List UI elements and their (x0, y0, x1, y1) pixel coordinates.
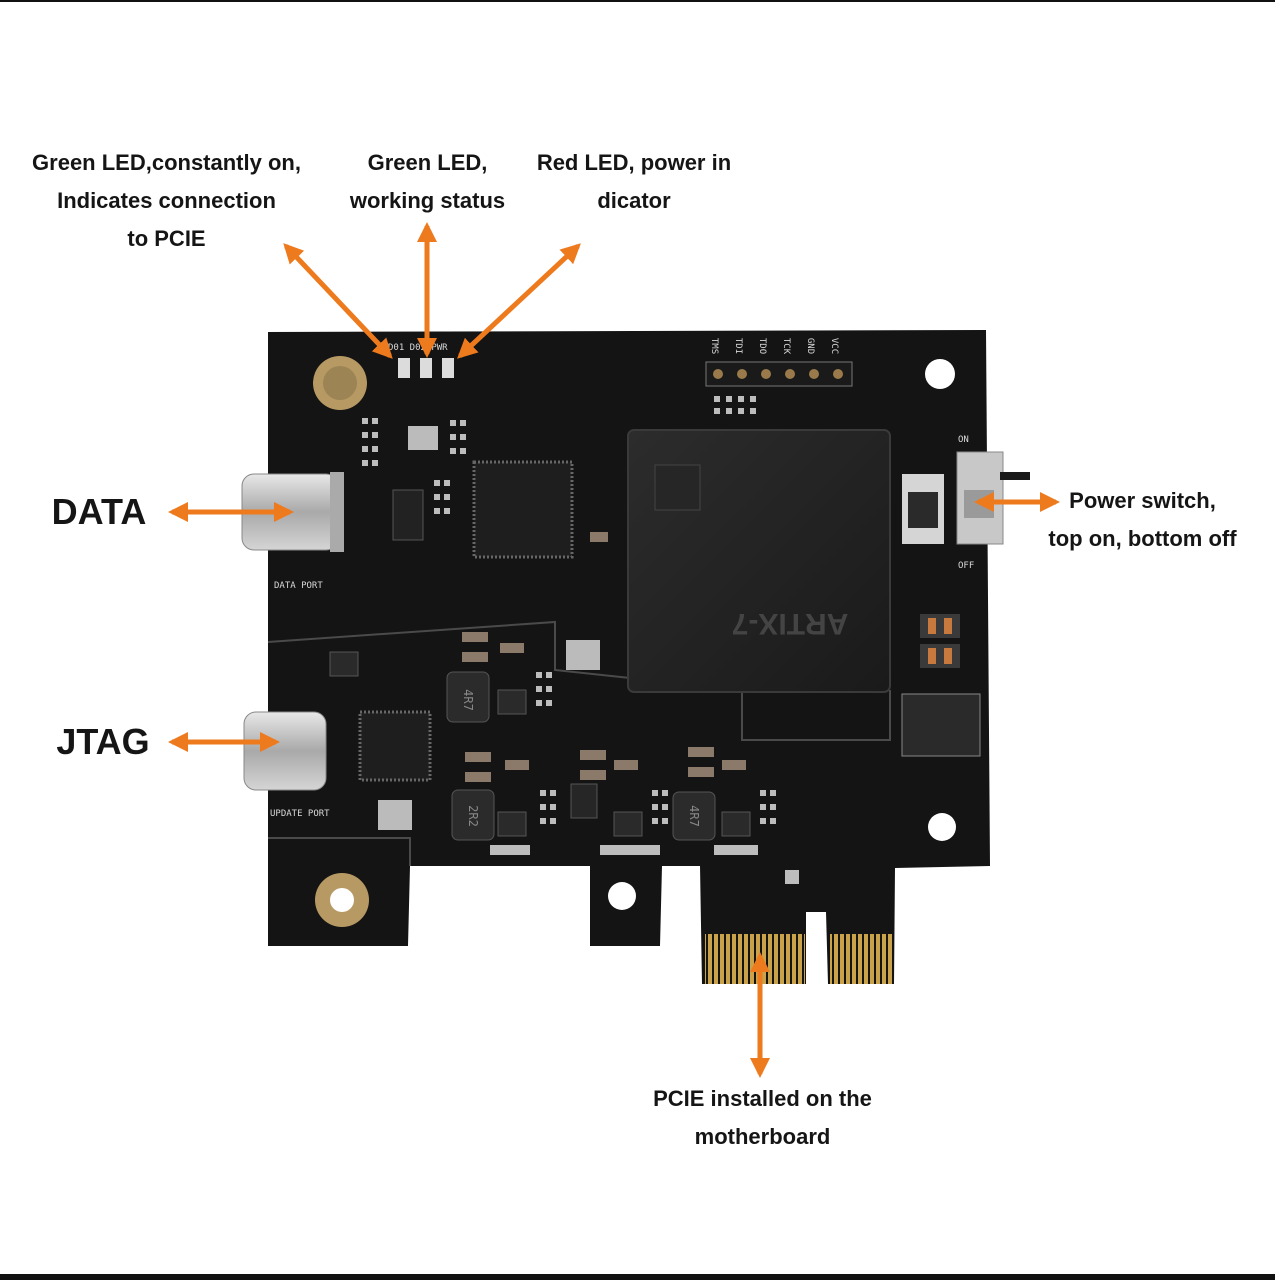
mounting-hole-bottom-mid (608, 882, 636, 910)
jtag-pin-label: GND (805, 338, 815, 354)
svg-text:4R7: 4R7 (461, 689, 475, 711)
led-working (420, 358, 432, 378)
callout-led-working: Green LED, working status (349, 150, 506, 213)
jtag-pin-label: TMS (709, 338, 719, 354)
usb-c-update-port (243, 711, 327, 791)
led-power (442, 358, 454, 378)
svg-text:2R2: 2R2 (466, 805, 480, 827)
inductor-4r7-right (672, 791, 716, 841)
arrow-led-power (457, 243, 581, 359)
jtag-pin-label: VCC (829, 338, 839, 354)
jtag-converter-chip (358, 710, 432, 782)
jtag-pin-labels: TMS TDI TDO TCK GND VCC (709, 338, 839, 355)
chip-marking: ARTIX-7 (732, 607, 849, 640)
callout-data: DATA (51, 491, 147, 532)
jtag-pin-label: TDO (757, 338, 767, 354)
callout-arrows (168, 222, 1060, 1078)
pcie-gold-fingers-left (705, 934, 805, 984)
callout-power-switch: Power switch, top on, bottom off (1048, 488, 1237, 551)
callout-led-power: Red LED, power in dicator (536, 150, 732, 213)
usb-controller-chip (472, 460, 574, 559)
arrow-led-pcie (283, 243, 393, 359)
svg-text:ON: ON (958, 435, 969, 445)
led-pcie (398, 358, 410, 378)
jtag-pin-label: TCK (781, 338, 791, 355)
mounting-hole-bottom-right (928, 813, 956, 841)
svg-text:4R7: 4R7 (687, 805, 701, 827)
svg-text:DATA PORT: DATA PORT (274, 581, 323, 591)
callout-jtag: JTAG (56, 721, 150, 762)
svg-text:D01 D02 PWR: D01 D02 PWR (388, 343, 448, 353)
mounting-hole-top-right (925, 359, 955, 389)
inductor-2r2 (451, 789, 495, 841)
jtag-pin-header (705, 361, 853, 387)
inductor-4r7-left (446, 671, 490, 723)
svg-text:UPDATE PORT: UPDATE PORT (270, 809, 330, 819)
callout-led-pcie: Green LED,constantly on, Indicates conne… (32, 150, 301, 251)
callout-pcie: PCIE installed on the motherboard (653, 1086, 872, 1149)
jtag-pin-label: TDI (733, 338, 743, 354)
svg-text:OFF: OFF (958, 561, 974, 571)
pcie-gold-fingers-right (830, 934, 892, 984)
